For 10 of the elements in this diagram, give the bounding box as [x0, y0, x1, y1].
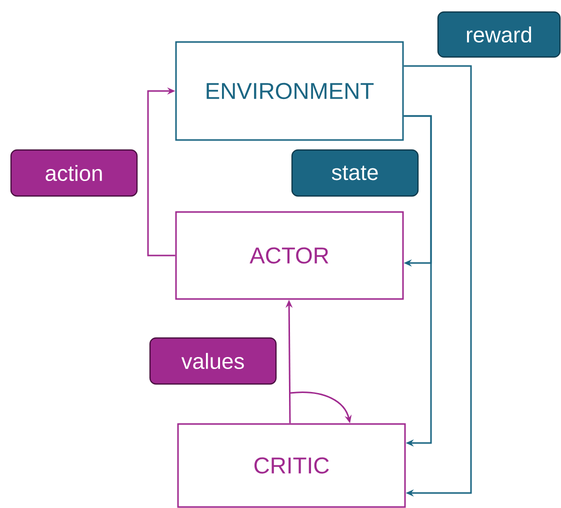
- arrow: [404, 65, 472, 497]
- tag-label: state: [291, 149, 419, 197]
- process-box: ENVIRONMENT: [175, 41, 404, 141]
- process-box: ACTOR: [175, 211, 404, 300]
- tag-label: values: [149, 337, 277, 385]
- process-box: CRITIC: [177, 423, 406, 508]
- tag-label: reward: [437, 11, 561, 58]
- arrow: [147, 87, 176, 256]
- arrow: [404, 115, 432, 447]
- tag-label: action: [10, 149, 138, 197]
